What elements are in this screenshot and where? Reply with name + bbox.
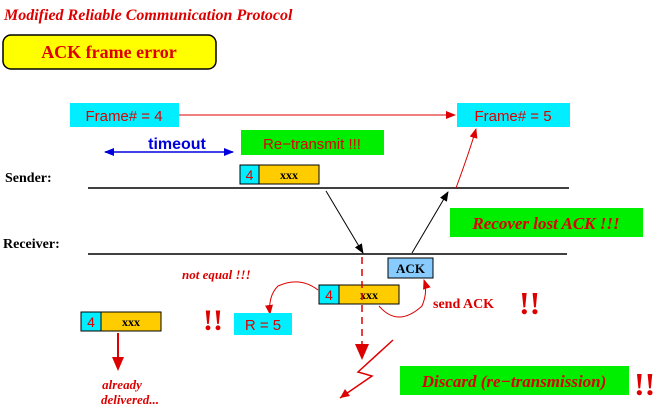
frame-before-label: Frame# = 4 xyxy=(85,108,162,125)
discard-exclaim: !! xyxy=(634,366,655,402)
send-ack-label: send ACK xyxy=(433,297,494,312)
received-frame-payload-box xyxy=(338,284,400,305)
delivered-arrowhead xyxy=(112,357,124,371)
compare-arrow xyxy=(265,281,319,315)
discard-path-arrowhead xyxy=(355,344,369,360)
scenario-box xyxy=(2,34,217,70)
scenario-label: ACK frame error xyxy=(41,42,177,62)
ack-transmission-arrow xyxy=(411,191,449,254)
r-value-label: R = 5 xyxy=(245,317,281,334)
frame-transmission-arrow xyxy=(325,190,364,254)
page-title: Modified Reliable Communication Protocol xyxy=(3,7,293,24)
send-ack-exclaim: !! xyxy=(519,285,540,321)
delivered-frame-seq: 4 xyxy=(87,314,95,330)
delivered-frame-payload-box xyxy=(100,311,162,332)
not-equal-label: not equal !!! xyxy=(182,267,251,282)
received-frame-payload: xxx xyxy=(360,288,378,302)
ack-frame-label: ACK xyxy=(396,261,426,276)
discard-bolt xyxy=(339,339,394,399)
ack-frame-box xyxy=(387,257,434,279)
already-delivered-line2: delivered... xyxy=(101,392,159,406)
recover-box xyxy=(450,208,643,237)
discard-label: Discard (re−transmission) xyxy=(421,372,607,391)
ack-received-arrow xyxy=(455,128,478,189)
frame-before-box xyxy=(70,103,179,127)
received-frame-seq: 4 xyxy=(325,287,333,303)
already-delivered-line1: already xyxy=(102,377,142,392)
discard-bolt-tip xyxy=(340,389,350,398)
sent-frame-seq: 4 xyxy=(246,167,254,183)
timeout-label: timeout xyxy=(148,136,206,153)
discard-box xyxy=(400,366,629,395)
retransmit-box xyxy=(241,130,384,155)
r-value-box xyxy=(234,313,292,335)
recover-label: Recover lost ACK !!! xyxy=(471,214,619,233)
frame-after-label: Frame# = 5 xyxy=(474,108,551,125)
send-ack-arrow xyxy=(378,279,431,318)
retransmit-label: Re−transmit !!! xyxy=(263,136,361,153)
sender-label: Sender: xyxy=(5,171,52,186)
frame-after-box xyxy=(457,103,570,127)
r-exclaim: !! xyxy=(203,304,223,337)
sent-frame-payload-box xyxy=(258,164,320,185)
receiver-label: Receiver: xyxy=(3,237,60,252)
delivered-frame-payload: xxx xyxy=(122,315,140,329)
sent-frame-payload: xxx xyxy=(280,168,298,182)
